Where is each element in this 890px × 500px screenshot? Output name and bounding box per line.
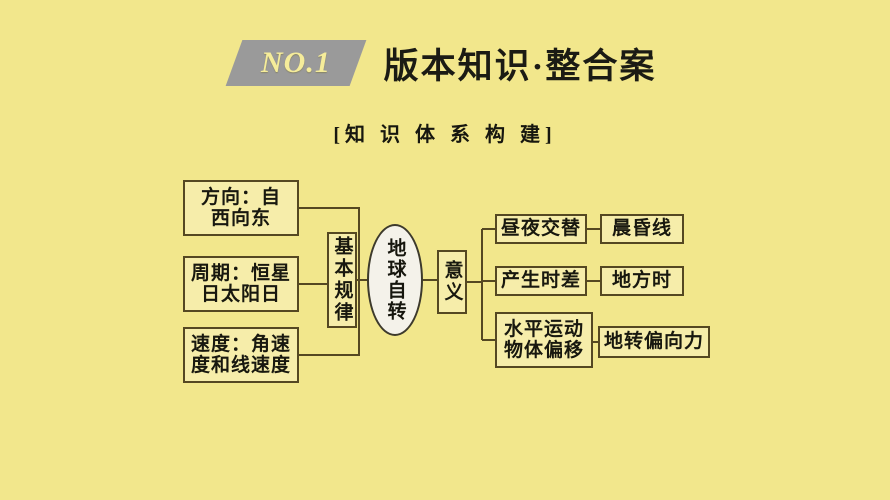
node-direction-text: 方向：自西向东 — [200, 186, 281, 229]
node-significance[interactable]: 意义 — [437, 250, 467, 314]
node-rotation-speed[interactable]: 速度：角速度和线速度 — [183, 327, 299, 383]
node-rotation-period[interactable]: 周期：恒星日太阳日 — [183, 256, 299, 312]
node-coriolis-force[interactable]: 地转偏向力 — [598, 326, 710, 358]
node-speed-text: 速度：角速度和线速度 — [190, 333, 291, 376]
node-horizontal-deflection[interactable]: 水平运动物体偏移 — [495, 312, 593, 368]
node-period-text: 周期：恒星日太阳日 — [190, 262, 291, 305]
node-local-time[interactable]: 地方时 — [600, 266, 684, 296]
node-earth-rotation[interactable]: 地球自转 — [367, 224, 423, 336]
node-twilight-line[interactable]: 晨昏线 — [600, 214, 684, 244]
node-basic-law[interactable]: 基本规律 — [327, 232, 357, 328]
node-deflection-text: 水平运动物体偏移 — [503, 318, 584, 361]
node-rotation-direction[interactable]: 方向：自西向东 — [183, 180, 299, 236]
node-time-difference[interactable]: 产生时差 — [495, 266, 587, 296]
subtitle: [知 识 体 系 构 建] — [333, 124, 557, 146]
slide-header: NO.1 版本知识·整合案 — [0, 32, 890, 94]
page-title: 版本知识·整合案 — [383, 46, 657, 86]
node-day-night-alternation[interactable]: 昼夜交替 — [495, 214, 587, 244]
